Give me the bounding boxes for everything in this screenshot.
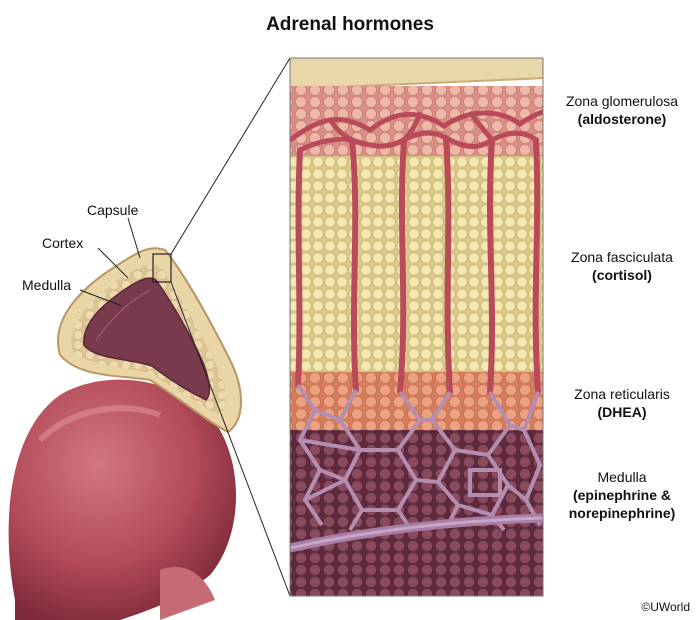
- zone-name: Zona fasciculata: [571, 249, 673, 265]
- zone-hormone: (DHEA): [597, 404, 647, 420]
- capsule-label: Capsule: [87, 202, 139, 218]
- kidney-shape: [8, 379, 237, 620]
- adrenal-gland: [57, 247, 242, 434]
- zone-label-reticularis: Zona reticularis (DHEA): [552, 385, 692, 421]
- zone-label-fasciculata: Zona fasciculata (cortisol): [552, 248, 692, 284]
- histology-panel: [290, 58, 543, 596]
- zone-hormone: (cortisol): [592, 267, 652, 283]
- zone-label-glomerulosa: Zona glomerulosa (aldosterone): [552, 92, 692, 128]
- zone-name: Medulla: [597, 469, 647, 485]
- zone-name: Zona glomerulosa: [565, 93, 679, 109]
- zone-hormone: (epinephrine & norepinephrine): [568, 487, 676, 521]
- zone-hormone: (aldosterone): [577, 111, 667, 127]
- copyright-text: ©UWorld: [641, 600, 690, 614]
- zone-name: Zona reticularis: [574, 386, 670, 402]
- zone-label-medulla: Medulla (epinephrine & norepinephrine): [552, 468, 692, 522]
- medulla-label: Medulla: [22, 277, 72, 293]
- cortex-label: Cortex: [42, 235, 84, 251]
- figure-title: Adrenal hormones: [266, 14, 434, 35]
